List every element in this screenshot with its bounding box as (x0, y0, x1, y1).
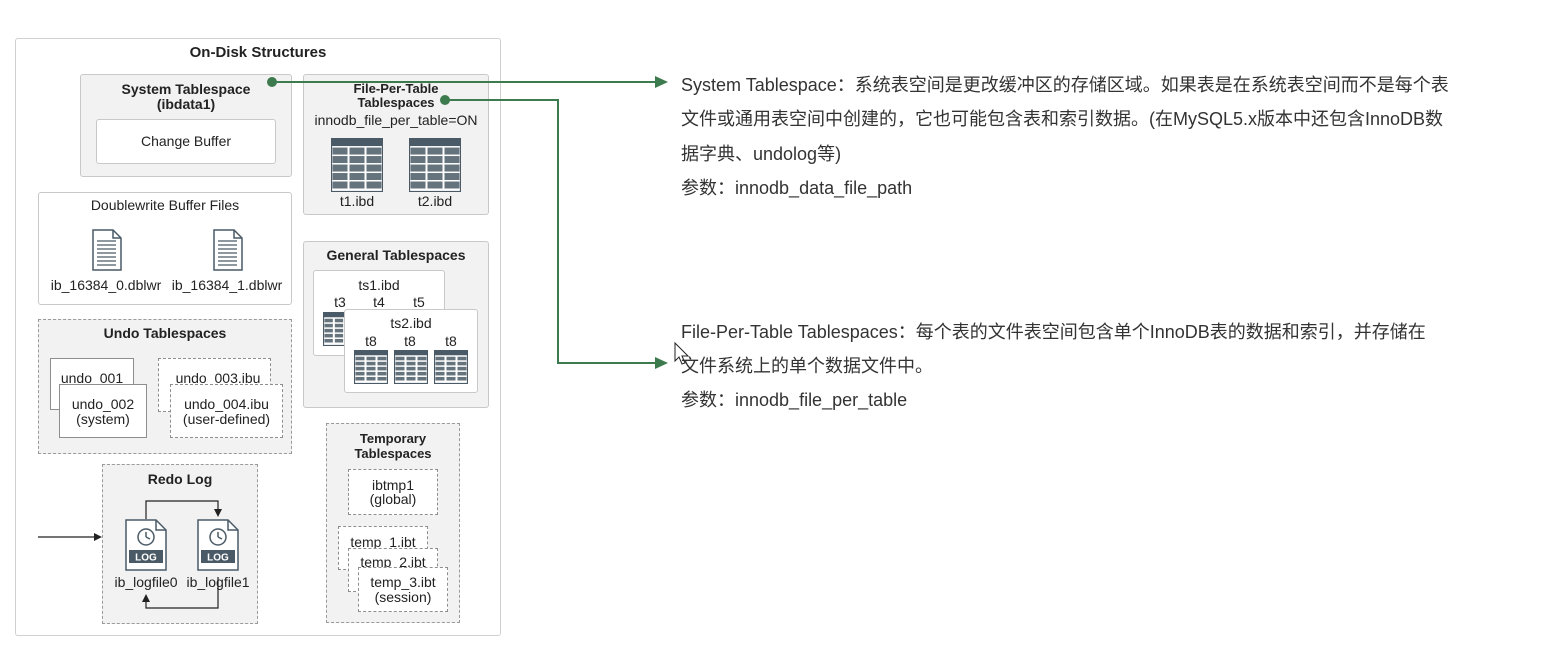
t8-b-label: t8 (404, 333, 416, 349)
doublewrite-title: Doublewrite Buffer Files (90, 197, 240, 213)
temp-1-label: temp_1.ibt (350, 534, 416, 550)
undo-001-label: undo_001 (60, 370, 124, 386)
t4-label: t4 (373, 294, 385, 310)
t2-ibd-label: t2.ibd (417, 193, 453, 209)
t8-b-database-icon (393, 349, 429, 389)
logfile0-label: ib_logfile0 (114, 574, 178, 590)
t5-label: t5 (413, 294, 425, 310)
file-per-table-setting: innodb_file_per_table=ON (314, 112, 478, 128)
svg-text:LOG: LOG (135, 553, 157, 564)
system-tablespace-title: System Tablespace (121, 81, 251, 97)
ibtmp1-box (348, 469, 438, 515)
t8-c-database-icon (433, 349, 469, 389)
temp-3-sub: (session) (374, 589, 432, 605)
temporary-tablespaces-title-2: Tablespaces (354, 446, 432, 461)
temp-2-label: temp_2.ibt (360, 554, 426, 570)
system-tablespace-param: 参数：innodb_data_file_path (681, 178, 913, 198)
undo-004-label: undo_004.ibu (184, 396, 269, 412)
undo-002-box (59, 384, 147, 438)
t3-label: t3 (334, 294, 346, 310)
temp-3-label: temp_3.ibt (370, 574, 436, 590)
dblwr-1-label: ib_16384_1.dblwr (171, 277, 283, 293)
undo-002-sub: (system) (76, 411, 130, 427)
ibtmp1-label: ibtmp1 (371, 477, 415, 493)
system-tablespace-annotation-line1: System Tablespace：系统表空间是更改缓冲区的存储区域。如果表是在… (681, 75, 1449, 95)
doublewrite-box (38, 192, 292, 305)
change-buffer-box (96, 119, 276, 164)
undo-tablespaces-title: Undo Tablespaces (103, 325, 227, 341)
system-tablespace-annotation-line3: 据字典、undolog等) (681, 144, 842, 164)
t8-a-database-icon (353, 349, 389, 389)
temporary-tablespaces-title: Temporary (359, 431, 427, 446)
ts2-label: ts2.ibd (390, 315, 432, 331)
undo-004-sub: (user-defined) (182, 411, 271, 427)
dblwr-0-label: ib_16384_0.dblwr (50, 277, 162, 293)
undo-003-label: undo_003.ibu (175, 370, 261, 386)
file-per-table-title-2: Tablespaces (357, 95, 435, 110)
t1-database-icon (330, 137, 384, 197)
t8-c-label: t8 (445, 333, 457, 349)
temp-3-box (358, 567, 448, 612)
dblwr-1-document-icon (213, 229, 243, 276)
file-per-table-title: File-Per-Table (353, 81, 439, 96)
system-tablespace-file: (ibdata1) (156, 96, 216, 112)
t8-a-label: t8 (365, 333, 377, 349)
t1-ibd-label: t1.ibd (339, 193, 375, 209)
svg-text:LOG: LOG (207, 553, 229, 564)
system-tablespace-arrowhead (655, 76, 668, 88)
file-per-table-param: 参数：innodb_file_per_table (681, 390, 908, 410)
system-tablespace-annotation-line2: 文件或通用表空间中创建的，它也可能包含表和索引数据。(在MySQL5.x版本中还… (681, 109, 1444, 129)
change-buffer-label: Change Buffer (140, 133, 232, 149)
redo-log-title: Redo Log (147, 471, 213, 487)
logfile1-icon: LOG (197, 519, 239, 576)
file-per-table-annotation-line2: 文件系统上的单个数据文件中。 (681, 356, 933, 376)
logfile1-label: ib_logfile1 (186, 574, 250, 590)
ibtmp1-sub: (global) (369, 491, 417, 507)
t2-database-icon (408, 137, 462, 197)
file-per-table-arrowhead (655, 357, 668, 369)
undo-002-label: undo_002 (71, 396, 135, 412)
diagram-title: On-Disk Structures (189, 44, 327, 61)
undo-004-box (170, 384, 283, 438)
logfile0-icon: LOG (125, 519, 167, 576)
dblwr-0-document-icon (92, 229, 122, 276)
general-tablespaces-title: General Tablespaces (326, 247, 466, 263)
ts1-label: ts1.ibd (358, 277, 400, 293)
file-per-table-annotation-line1: File-Per-Table Tablespaces：每个表的文件表空间包含单个… (681, 322, 1426, 342)
